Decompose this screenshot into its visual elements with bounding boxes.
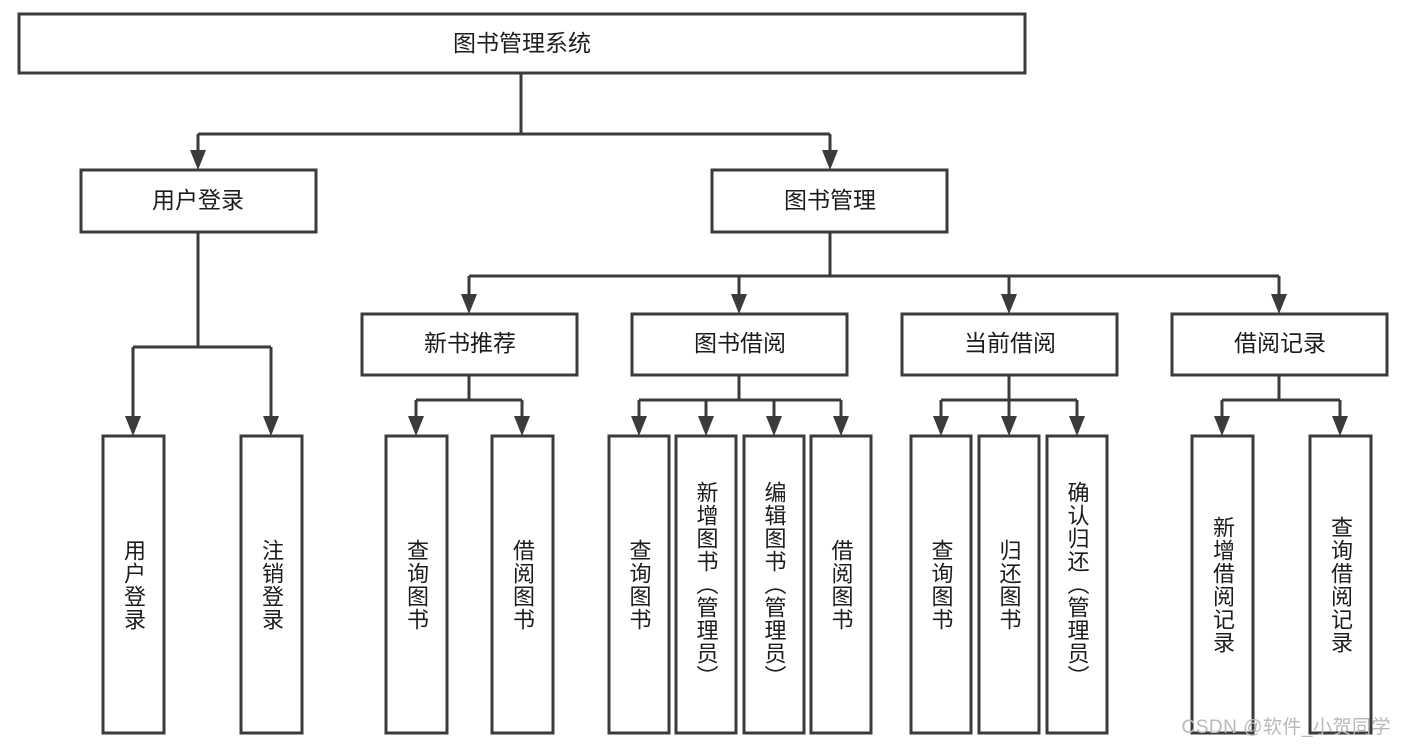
node-leaf-query-book-3[interactable]	[909, 434, 973, 735]
node-leaf-edit-book[interactable]	[742, 434, 806, 735]
node-leaf-add-book[interactable]	[674, 434, 738, 735]
node-user-login-label: 用户登录	[152, 187, 244, 213]
node-user-login[interactable]	[79, 168, 318, 234]
node-new-book-recommend-label: 新书推荐	[424, 330, 516, 356]
csdn-watermark: CSDN @软件_小贺同学	[1181, 717, 1391, 738]
node-current-borrow[interactable]	[900, 312, 1119, 377]
node-book-management[interactable]	[710, 168, 949, 234]
node-leaf-add-record[interactable]	[1190, 434, 1255, 735]
node-leaf-borrow-book-1[interactable]	[490, 434, 555, 735]
node-leaf-confirm-return[interactable]	[1045, 434, 1109, 735]
arrow-current-borrow-leaf-3	[1069, 416, 1085, 436]
arrow-book-borrow-leaf-3	[766, 416, 782, 436]
arrow-root-to-book-management	[822, 150, 838, 170]
arrow-new-book-leaf-2	[514, 416, 530, 436]
node-new-book-recommend[interactable]	[360, 312, 579, 377]
node-borrow-record-label: 借阅记录	[1234, 330, 1326, 356]
node-root-label: 图书管理系统	[453, 30, 591, 56]
arrow-current-borrow-leaf-1	[933, 416, 949, 436]
node-leaf-query-record[interactable]	[1308, 434, 1373, 735]
arrow-current-borrow-leaf-2	[1001, 416, 1017, 436]
node-borrow-record[interactable]	[1170, 312, 1389, 377]
arrow-bm-to-book-borrow	[731, 294, 747, 314]
node-leaf-borrow-book-2[interactable]	[809, 434, 873, 735]
arrow-book-borrow-leaf-2	[698, 416, 714, 436]
arrow-user-login-leaf-2	[263, 416, 279, 436]
arrow-book-borrow-leaf-4	[833, 416, 849, 436]
arrow-root-to-user-login	[190, 150, 206, 170]
arrow-borrow-record-leaf-1	[1214, 416, 1230, 436]
node-book-borrow[interactable]	[630, 312, 849, 377]
node-book-borrow-label: 图书借阅	[694, 330, 786, 356]
node-leaf-logout-login[interactable]	[239, 434, 304, 735]
arrow-borrow-record-leaf-2	[1332, 416, 1348, 436]
arrow-bm-to-new-book-recommend	[461, 294, 477, 314]
node-leaf-query-book-1[interactable]	[384, 434, 449, 735]
node-leaf-user-login[interactable]	[101, 434, 166, 735]
arrow-bm-to-borrow-record	[1271, 294, 1287, 314]
arrow-user-login-leaf-1	[125, 416, 141, 436]
node-leaf-return-book[interactable]	[977, 434, 1041, 735]
arrow-book-borrow-leaf-1	[631, 416, 647, 436]
node-book-management-label: 图书管理	[784, 187, 876, 213]
node-current-borrow-label: 当前借阅	[964, 330, 1056, 356]
arrow-new-book-leaf-1	[408, 416, 424, 436]
node-root-book-management-system[interactable]	[17, 12, 1027, 75]
arrow-bm-to-current-borrow	[1001, 294, 1017, 314]
node-leaf-query-book-2[interactable]	[607, 434, 671, 735]
